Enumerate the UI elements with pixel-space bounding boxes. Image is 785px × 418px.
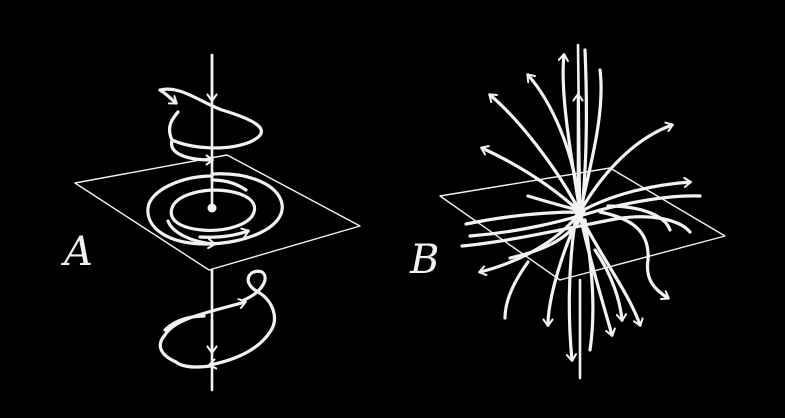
panel-b bbox=[440, 45, 725, 378]
panel-b-field-lines-upper bbox=[482, 50, 690, 212]
panel-b-label: B bbox=[410, 240, 439, 280]
panel-a-center-point bbox=[208, 204, 217, 213]
panel-a-lower-helix bbox=[160, 271, 274, 367]
panel-a-label: A bbox=[64, 232, 93, 272]
panel-a bbox=[75, 55, 360, 390]
panel-b-field-lines-lower bbox=[480, 212, 640, 360]
